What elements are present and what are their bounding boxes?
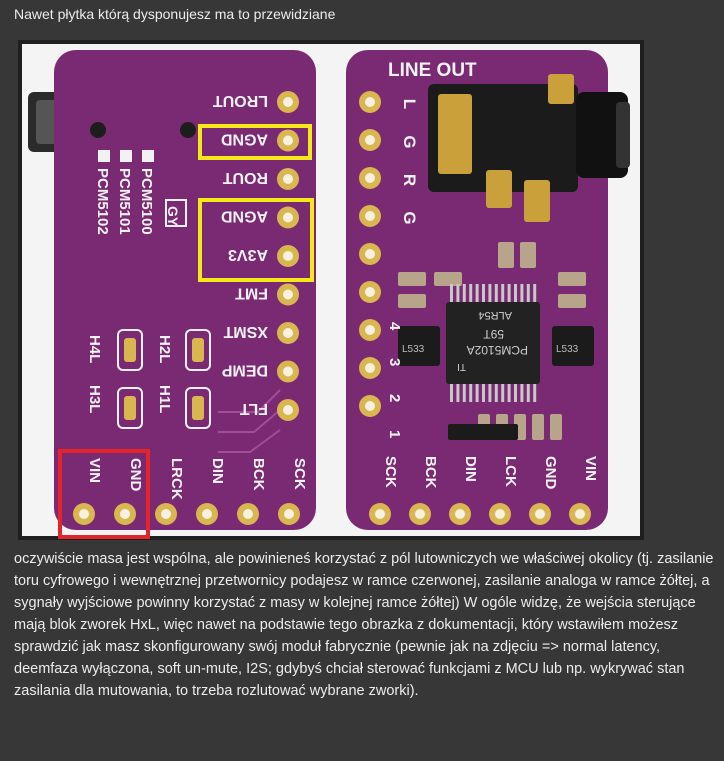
post-intro-text: Nawet płytka którą dysponujesz ma to prz… bbox=[14, 6, 336, 22]
chip-leg-bottom-5 bbox=[482, 382, 485, 402]
right-side-label-r-2: R bbox=[400, 174, 419, 186]
post-body-text: oczywiście masa jest wspólna, ale powini… bbox=[14, 551, 714, 699]
right-number-label-3: 3 bbox=[386, 358, 403, 366]
right-number-label-2: 2 bbox=[386, 394, 403, 402]
left-board: PCM5100 PCM5101 PCM5102 GY H2L H1L H4L H… bbox=[28, 50, 316, 539]
chip-line-2: 59T bbox=[483, 327, 504, 341]
chip-leg-top-13 bbox=[533, 284, 537, 304]
chip-leg-bottom-8 bbox=[501, 382, 505, 402]
chip-leg-top-2 bbox=[462, 284, 466, 304]
left-pin-label-lrout-0: LROUT bbox=[213, 92, 268, 109]
agnd-yellow-frame-top bbox=[198, 124, 312, 160]
chip-leg-top-5 bbox=[482, 284, 485, 304]
chip-line-3: PCM5102A bbox=[467, 343, 528, 357]
chip-leg-top-12 bbox=[526, 284, 530, 304]
left-pin-label-agnd-1: AGND bbox=[221, 131, 268, 148]
model-label-pcm5102: PCM5102 bbox=[94, 168, 111, 235]
chip-leg-bottom-3 bbox=[469, 382, 473, 402]
chip-leg-bottom-12 bbox=[526, 382, 530, 402]
chip-leg-bottom-4 bbox=[475, 382, 479, 402]
chip-leg-top-9 bbox=[507, 284, 511, 304]
right-bottom-label-lck: LCK bbox=[502, 456, 519, 487]
right-board: LINE OUT bbox=[346, 50, 630, 530]
regulator-left-label: L533 bbox=[402, 344, 425, 355]
left-bottom-label-vin: VIN bbox=[86, 458, 103, 483]
power-red-frame bbox=[58, 449, 150, 539]
chip-leg-top-1 bbox=[456, 284, 460, 304]
left-bottom-label-din: DIN bbox=[209, 458, 226, 484]
right-side-label-g-3: G bbox=[400, 211, 419, 224]
left-pin-label-agnd-3: AGND bbox=[221, 208, 268, 225]
chip-leg-top-3 bbox=[469, 284, 473, 304]
chip-leg-bottom-13 bbox=[533, 382, 537, 402]
analog-yellow-frame bbox=[198, 198, 314, 282]
model-label-pcm5101: PCM5101 bbox=[116, 168, 133, 235]
chip-leg-bottom-1 bbox=[456, 382, 460, 402]
board-logo-gy: GY bbox=[165, 206, 181, 227]
left-pin-label-rout-2: ROUT bbox=[222, 169, 268, 186]
chip-leg-top-4 bbox=[475, 284, 479, 304]
left-bottom-label-gnd: GND bbox=[127, 458, 144, 492]
chip-leg-top-8 bbox=[501, 284, 505, 304]
jumper-label-h2l: H2L bbox=[156, 335, 173, 363]
right-bottom-label-gnd: GND bbox=[542, 456, 559, 490]
chip-leg-bottom-10 bbox=[514, 382, 517, 402]
chip-leg-top-11 bbox=[520, 284, 524, 304]
right-bottom-label-bck: BCK bbox=[422, 456, 439, 489]
jumper-label-h4l: H4L bbox=[86, 335, 103, 363]
chip-leg-bottom-9 bbox=[507, 382, 511, 402]
left-bottom-label-bck: BCK bbox=[250, 458, 267, 491]
right-bottom-label-sck: SCK bbox=[382, 456, 399, 488]
chip-leg-bottom-7 bbox=[494, 382, 498, 402]
left-bottom-label-sck: SCK bbox=[291, 458, 308, 490]
left-pin-label-flt-8: FLT bbox=[240, 400, 268, 417]
chip-leg-bottom-6 bbox=[488, 382, 492, 402]
regulator-right-label: L533 bbox=[556, 344, 579, 355]
right-side-label-l-0: L bbox=[400, 99, 419, 109]
jumper-label-h1l: H1L bbox=[156, 385, 173, 413]
left-pin-label-xsmt-6: XSMT bbox=[223, 323, 268, 340]
jumper-label-h3l: H3L bbox=[86, 385, 103, 413]
line-out-header: LINE OUT bbox=[388, 60, 477, 81]
chip-leg-top-0 bbox=[450, 284, 453, 304]
right-number-label-4: 4 bbox=[386, 322, 403, 331]
left-pin-label-a3v3-4: A3V3 bbox=[228, 246, 268, 263]
right-bottom-label-din: DIN bbox=[462, 456, 479, 482]
chip-leg-bottom-11 bbox=[520, 382, 524, 402]
chip-leg-bottom-0 bbox=[450, 382, 453, 402]
model-label-pcm5100: PCM5100 bbox=[138, 168, 155, 235]
right-bottom-label-vin: VIN bbox=[582, 456, 599, 481]
right-side-label-g-1: G bbox=[400, 135, 419, 148]
chip-leg-top-7 bbox=[494, 284, 498, 304]
left-pin-label-fmt-5: FMT bbox=[235, 285, 268, 302]
chip-leg-bottom-2 bbox=[462, 382, 466, 402]
chip-leg-top-6 bbox=[488, 284, 492, 304]
chip-line-4: TI bbox=[457, 361, 466, 372]
left-pin-label-demp-7: DEMP bbox=[221, 362, 268, 379]
left-bottom-label-lrck: LRCK bbox=[168, 458, 185, 500]
chip-line-1: ALR54 bbox=[478, 309, 512, 321]
right-number-label-1: 1 bbox=[386, 430, 403, 438]
chip-leg-top-10 bbox=[514, 284, 517, 304]
pcm5102-board-photo: PCM5100 PCM5101 PCM5102 GY H2L H1L H4L H… bbox=[18, 40, 644, 540]
